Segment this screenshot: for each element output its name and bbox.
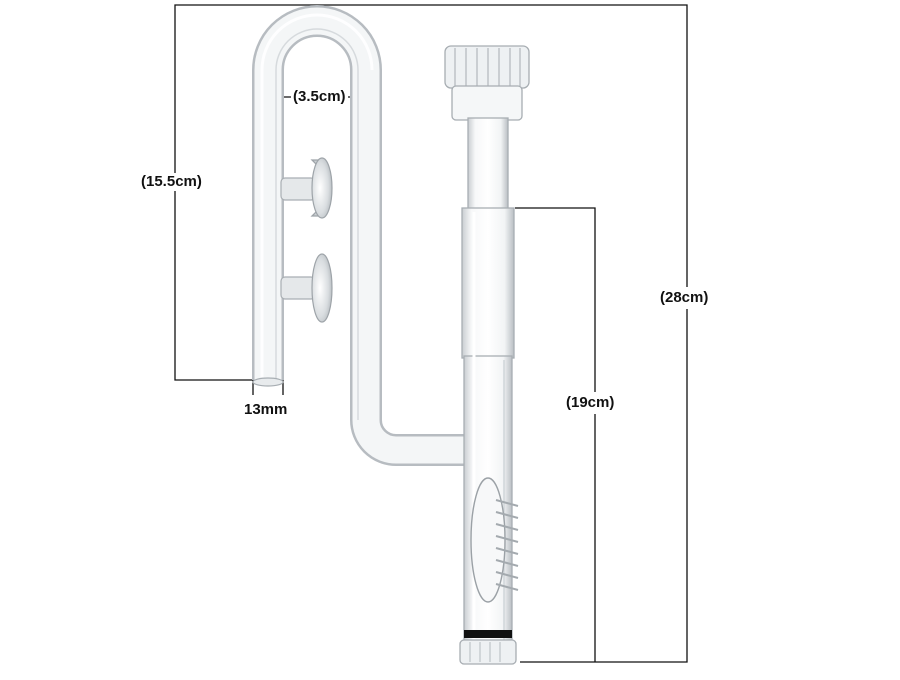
- skimmer-cap: [444, 45, 530, 121]
- total-height-label: (28cm): [660, 287, 709, 309]
- suction-cup-upper: [280, 157, 333, 219]
- left-height-label: (15.5cm): [141, 173, 202, 191]
- tube-diameter-label: 13mm: [244, 401, 288, 419]
- skimmer-height-label: (19cm): [566, 392, 615, 414]
- skimmer-height-line: [515, 207, 596, 662]
- bottom-o-ring: [459, 630, 517, 665]
- loop-width-label: (3.5cm): [291, 88, 348, 106]
- total-height-top-line: [265, 4, 688, 663]
- left-height-dimension-line: [174, 4, 265, 381]
- inflow-u-tube: [252, 5, 470, 466]
- suction-cup-lower: [280, 253, 333, 323]
- outflow-main-tube: [461, 117, 515, 657]
- intake-slot-window: [470, 477, 519, 603]
- dimension-lines: [174, 4, 688, 663]
